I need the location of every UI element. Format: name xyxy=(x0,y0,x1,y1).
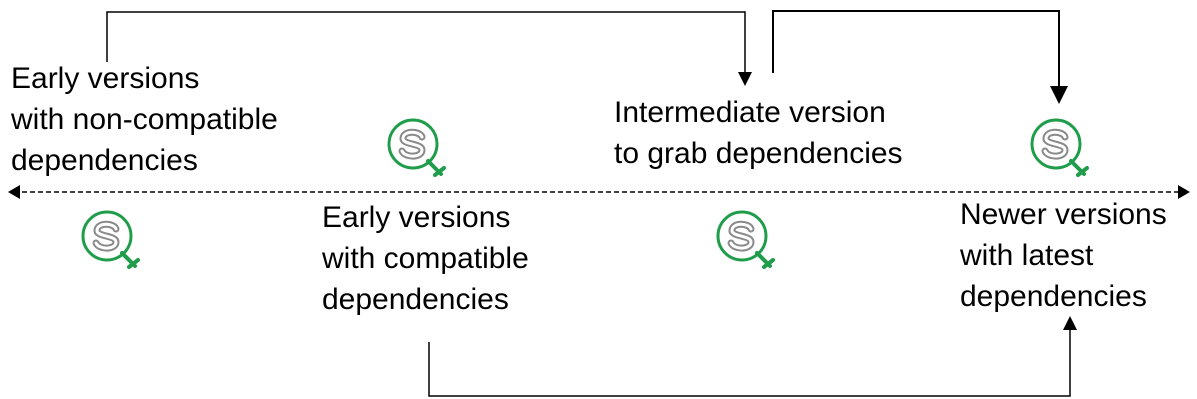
label-line: with non-compatible xyxy=(11,103,278,136)
shiny-logo-icon-newer xyxy=(1032,120,1087,175)
label-line: dependencies xyxy=(322,283,509,316)
connector-compatible-to-newer xyxy=(428,325,1071,397)
label-line: to grab dependencies xyxy=(614,137,903,170)
shiny-logo-icon-early-non-compatible xyxy=(83,212,138,267)
label-early-compatible: Early versions with compatible dependenc… xyxy=(322,197,529,320)
arrowhead-newer-top xyxy=(1050,86,1068,104)
label-intermediate: Intermediate version to grab dependencie… xyxy=(614,92,903,174)
shiny-logo-icon-early-compatible xyxy=(389,120,444,175)
label-early-non-compatible: Early versions with non-compatible depen… xyxy=(11,58,278,181)
connector-intermediate-to-newer xyxy=(772,10,1060,92)
label-line: dependencies xyxy=(11,144,198,177)
label-line: Newer versions xyxy=(960,198,1167,231)
label-line: with compatible xyxy=(322,242,529,275)
arrowhead-newer-bottom xyxy=(1063,316,1077,330)
label-line: Early versions xyxy=(322,201,511,234)
connector-early-to-intermediate xyxy=(106,11,746,78)
timeline-right-arrowhead xyxy=(1178,185,1190,199)
shiny-logo-icon-intermediate xyxy=(718,212,773,267)
label-line: with latest xyxy=(960,239,1094,272)
label-line: Early versions xyxy=(11,62,200,95)
label-line: Intermediate version xyxy=(614,96,886,129)
label-line: dependencies xyxy=(960,280,1147,313)
label-newer: Newer versions with latest dependencies xyxy=(960,194,1167,317)
timeline-left-arrowhead xyxy=(8,185,20,199)
arrowhead-intermediate xyxy=(738,72,752,86)
